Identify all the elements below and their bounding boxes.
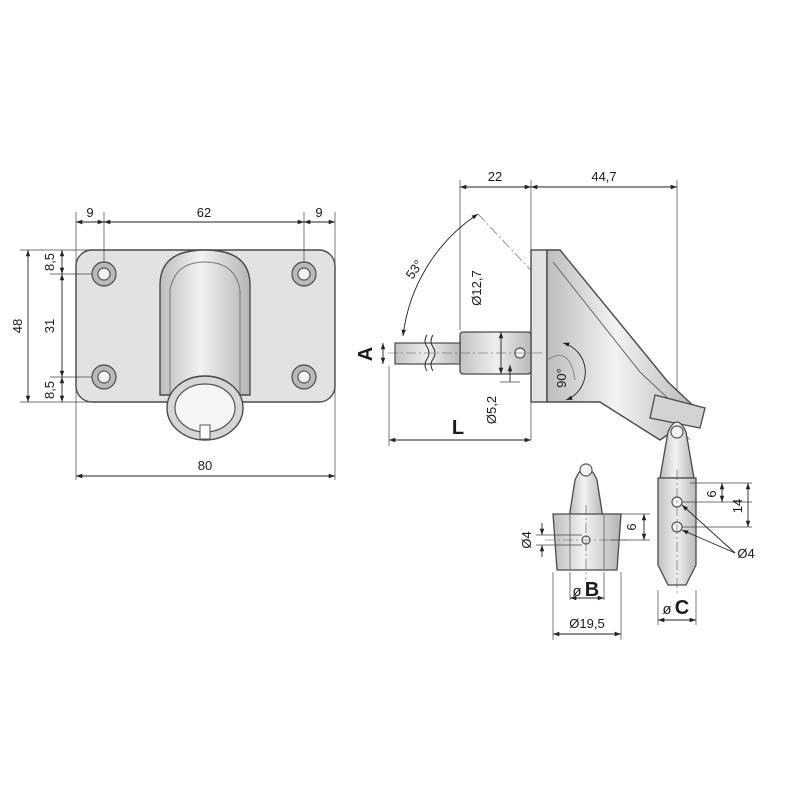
mounting-hole-top-left: [91, 261, 117, 287]
detail-b-dia-4: Ø4: [519, 531, 534, 548]
mounting-hole-top-right: [291, 261, 317, 287]
detail-c-dim-6: 6: [704, 490, 719, 497]
detail-c-phi: ø: [662, 601, 671, 618]
dia-19-5: Ø19,5: [569, 616, 604, 631]
dia-5-2: Ø5,2: [484, 396, 499, 424]
dim-bottom-offset: 8,5: [42, 381, 57, 399]
detail-b-dim-6: 6: [624, 523, 639, 530]
detail-c-dia-4: Ø4: [737, 546, 754, 561]
tube-slot: [199, 424, 211, 440]
dim-vertical-spacing: 31: [42, 319, 57, 333]
dia-12-7: Ø12,7: [469, 270, 484, 305]
mounting-hole-bottom-left: [91, 364, 117, 390]
tube-end-ring: [649, 394, 706, 429]
side-view: 22 44,7 53° Ø12,7 A 90° Ø5,2: [355, 169, 706, 446]
tube-socket: [159, 249, 251, 396]
dim-right-offset: 9: [315, 205, 322, 220]
dim-44-7: 44,7: [591, 169, 616, 184]
angle-53: 53°: [403, 257, 427, 282]
pin-shaft: [394, 342, 461, 365]
angle-90: 90°: [554, 368, 569, 388]
label-b: B: [585, 579, 599, 601]
dim-top-offset: 8,5: [42, 253, 57, 271]
detail-c: 6 14 Ø4 ø C: [657, 421, 755, 625]
mounting-hole-bottom-right: [291, 364, 317, 390]
tube-socket-inner: [169, 261, 241, 395]
detail-b-phi: ø: [572, 583, 581, 600]
side-base-plate: [530, 249, 548, 403]
dim-total-width: 80: [198, 458, 212, 473]
pin-head: [659, 421, 695, 479]
detail-b: Ø4 6 ø B Ø19,5: [519, 463, 650, 640]
dim-total-height: 48: [10, 319, 25, 333]
dim-left-offset: 9: [86, 205, 93, 220]
label-l: L: [452, 417, 464, 439]
front-view: 9 62 9 48 8,5 31 8,5 80: [10, 205, 336, 480]
label-c: C: [675, 597, 689, 619]
dim-hole-spacing: 62: [197, 205, 211, 220]
label-a: A: [355, 347, 377, 361]
detail-c-dim-14: 14: [730, 499, 745, 513]
dim-22: 22: [488, 169, 502, 184]
